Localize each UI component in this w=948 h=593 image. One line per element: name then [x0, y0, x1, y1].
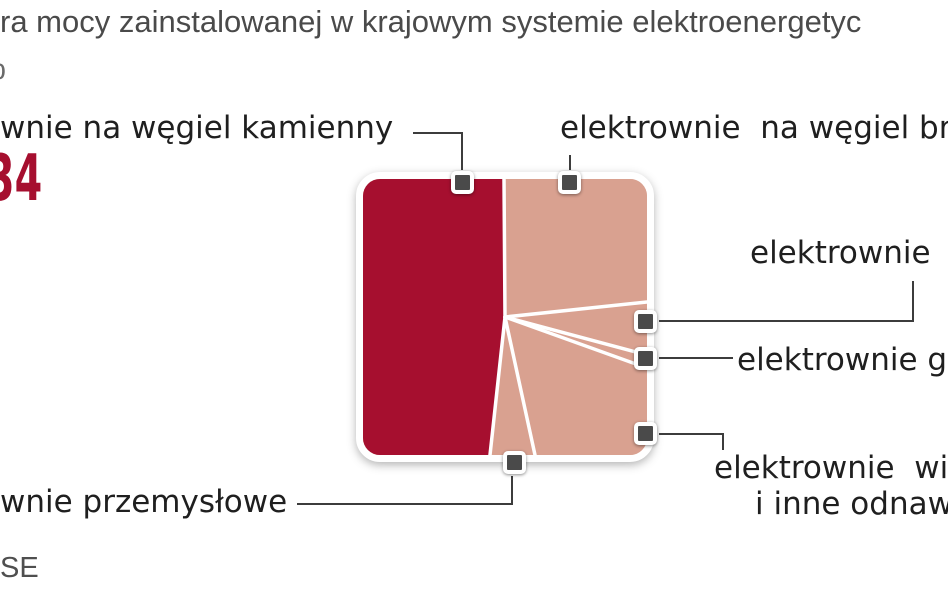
label-hard-coal: wnie na węgiel kamienny	[0, 110, 394, 146]
label-hydro: elektrownie	[750, 235, 931, 271]
marker-gas	[634, 347, 657, 370]
marker-industrial	[503, 451, 526, 474]
label-lignite: elektrownie na węgiel brunatny	[560, 110, 948, 146]
label-gas: elektrownie gazowe	[737, 342, 948, 378]
unit-percent-fragment: %	[0, 46, 6, 88]
chart-title: ra mocy zainstalowanej w krajowym system…	[0, 4, 862, 39]
marker-lignite	[558, 171, 581, 194]
marker-hard-coal	[451, 171, 474, 194]
marker-hydro	[634, 310, 657, 333]
square-pie-slices	[363, 179, 647, 455]
label-wind-line1: elektrownie wiatrowe	[714, 450, 948, 486]
source-text-fragment: SE	[0, 552, 39, 584]
big-number: 34	[0, 142, 43, 216]
square-pie-chart	[356, 172, 654, 462]
label-industrial: wnie przemysłowe	[0, 484, 288, 520]
label-wind-line2: i inne odnawialne	[755, 486, 948, 522]
marker-wind	[634, 422, 657, 445]
